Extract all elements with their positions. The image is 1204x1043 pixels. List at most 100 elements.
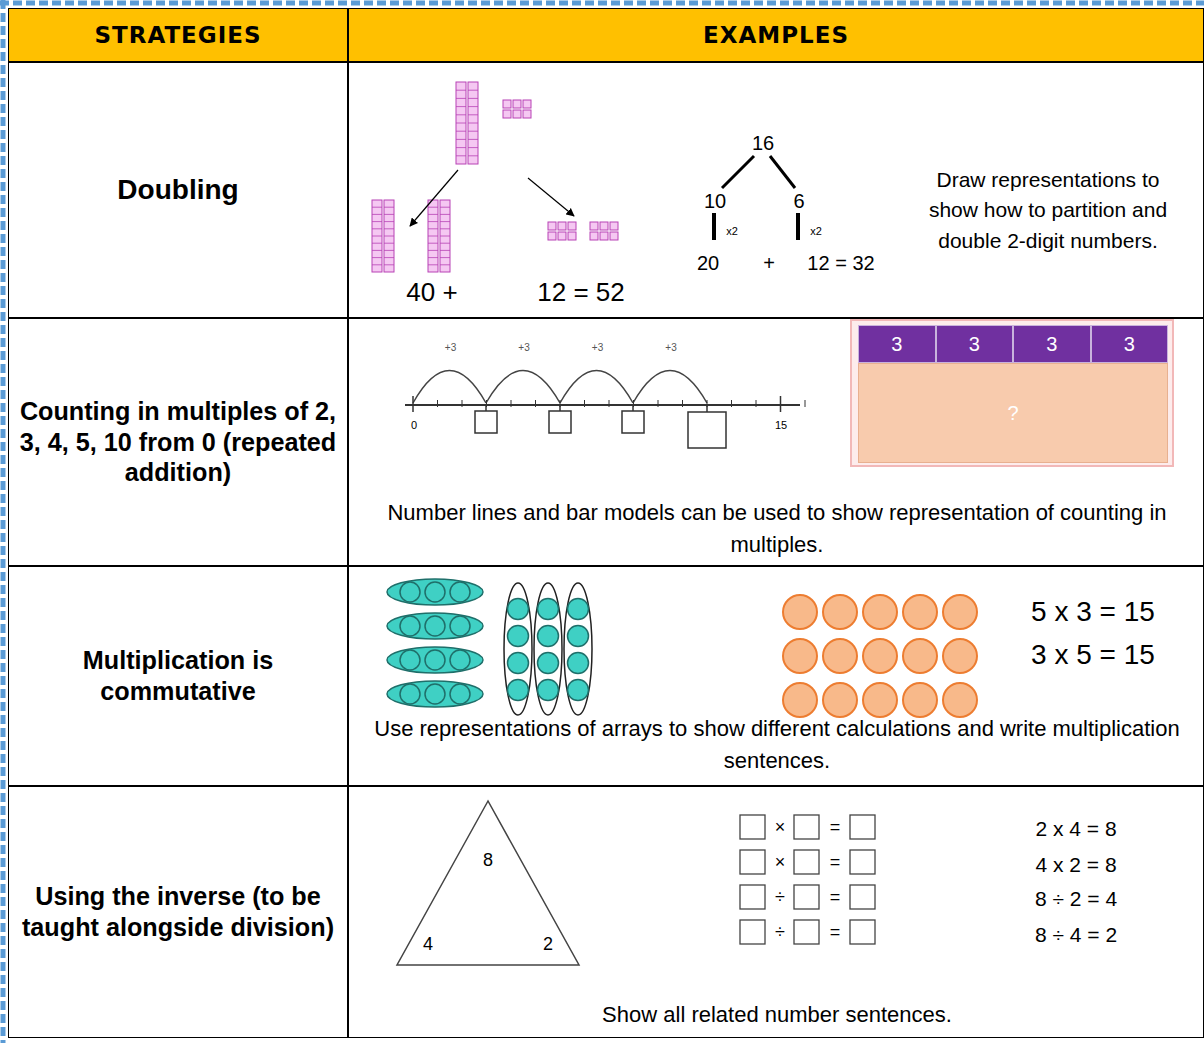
- cell-text: Doubling: [107, 173, 248, 207]
- array-dot: [823, 595, 857, 629]
- tick: [486, 400, 487, 407]
- tick: [658, 400, 659, 407]
- number-label: 12 = 52: [537, 277, 624, 308]
- example-cell: 3333?+3+3+3+3015Number lines and bar mod…: [348, 318, 1204, 566]
- tens-rod: [440, 264, 450, 265]
- description-text: Draw representations to show how to part…: [926, 165, 1171, 256]
- number-line: [549, 411, 571, 433]
- tick: [560, 400, 561, 407]
- tens-rod: [384, 250, 394, 251]
- cell-text: Counting in multiples of 2, 3, 4, 5, 10 …: [9, 396, 347, 488]
- array-dot: [903, 639, 937, 673]
- tens-rod: [440, 228, 450, 229]
- blank-box: [850, 850, 875, 874]
- tens-rod: [384, 236, 394, 237]
- tens-rod: [372, 228, 382, 229]
- number-label: =: [830, 922, 841, 944]
- tick: [584, 400, 585, 407]
- part-whole-tree: [714, 156, 798, 240]
- number-label: 20: [697, 251, 719, 275]
- number-line: [633, 371, 707, 404]
- array-dot: [823, 639, 857, 673]
- part-whole-tree: [712, 213, 716, 240]
- description-text: Number lines and bar models can be used …: [367, 497, 1187, 561]
- tick: [412, 396, 414, 412]
- tens-rod: [428, 257, 438, 258]
- triangle-outline: [393, 797, 583, 969]
- tick: [682, 400, 683, 407]
- horizontal-groups: [387, 613, 483, 639]
- ones-cube: [503, 110, 511, 118]
- base-ten-blocks: [372, 82, 618, 272]
- tens-rod: [468, 106, 478, 107]
- tens-rod: [468, 139, 478, 140]
- blank-box: [794, 850, 819, 874]
- number-label: 12 = 32: [807, 251, 874, 275]
- tens-rod: [372, 221, 382, 222]
- array-dot: [903, 595, 937, 629]
- number-label: ×: [775, 852, 786, 874]
- tens-rod: [456, 155, 466, 156]
- tens-rod: [428, 243, 438, 244]
- ones-cube: [513, 110, 521, 118]
- tens-rod: [384, 200, 394, 272]
- tick: [731, 400, 732, 407]
- ones-cube: [548, 222, 556, 230]
- part-whole-tree: [796, 213, 800, 240]
- counter: [400, 616, 420, 636]
- example-cell: 842×=×=÷=÷=2 x 4 = 84 x 2 = 88 ÷ 2 = 48 …: [348, 786, 1204, 1038]
- horizontal-groups: [387, 579, 483, 605]
- tens-rod: [468, 98, 478, 99]
- tick: [609, 400, 610, 407]
- number-label: ÷: [775, 887, 785, 909]
- tens-rod: [428, 264, 438, 265]
- blank-box: [740, 815, 765, 839]
- array-dot: [863, 639, 897, 673]
- tick: [805, 400, 806, 407]
- ones-cube: [558, 232, 566, 240]
- number-line: [486, 371, 560, 404]
- tens-rod: [468, 82, 478, 164]
- array-dot: [943, 683, 977, 717]
- number-label: +3: [592, 342, 603, 354]
- vertical-groups: [534, 583, 562, 715]
- example-cell: 40 +12 = 5216106x2x220+12 = 32Draw repre…: [348, 62, 1204, 318]
- counter: [400, 582, 420, 602]
- header-cell: EXAMPLES: [348, 8, 1204, 62]
- tick: [633, 400, 634, 407]
- number-label: x2: [810, 225, 822, 238]
- horizontal-groups: [387, 579, 483, 707]
- number-line: [405, 404, 800, 406]
- counter: [538, 599, 559, 620]
- counter: [425, 582, 445, 602]
- tens-rod: [428, 200, 438, 272]
- tens-rod: [384, 264, 394, 265]
- tens-rod: [372, 200, 382, 272]
- cell-text: 3: [1046, 333, 1057, 356]
- array-dot: [943, 639, 977, 673]
- counter: [538, 680, 559, 701]
- tens-rod: [456, 82, 466, 164]
- tens-rod: [372, 214, 382, 215]
- tens-rod: [428, 207, 438, 208]
- tens-rod: [468, 82, 478, 164]
- array-dot: [863, 683, 897, 717]
- tens-rod: [384, 200, 394, 272]
- tens-rod: [456, 131, 466, 132]
- number-label: +3: [518, 342, 529, 354]
- tens-rod: [384, 243, 394, 244]
- split-arrow: [528, 178, 574, 216]
- tick: [535, 400, 536, 407]
- tens-rod: [372, 207, 382, 208]
- number-label: +3: [665, 342, 676, 354]
- ones-cube: [610, 232, 618, 240]
- counter: [450, 684, 470, 704]
- tick: [437, 400, 438, 407]
- tens-rod: [456, 90, 466, 91]
- counter: [538, 626, 559, 647]
- counter: [450, 650, 470, 670]
- bar-model-frame: [851, 320, 1173, 466]
- number-label: +: [763, 251, 775, 275]
- ones-cube: [590, 232, 598, 240]
- page-border: [0, 1, 1204, 6]
